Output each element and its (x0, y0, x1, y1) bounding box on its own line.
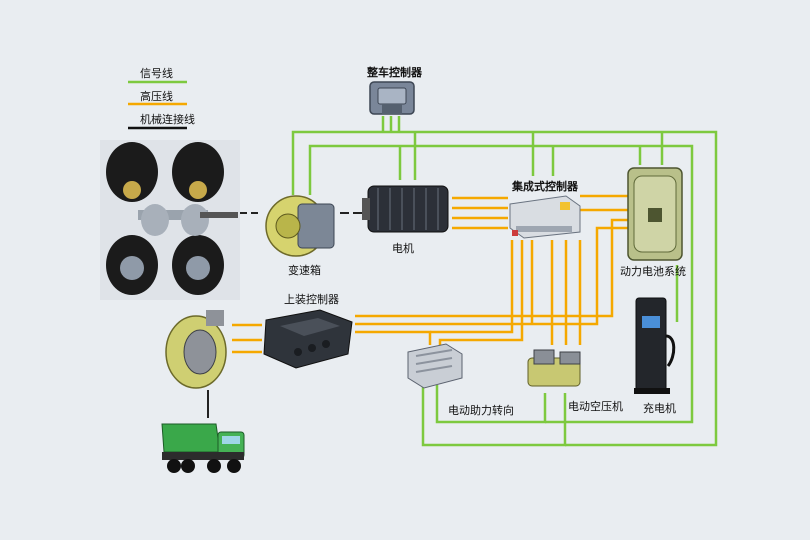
eps-unit (404, 342, 464, 390)
drive-axle-wheels (100, 140, 240, 300)
legend-mech-label: 机械连接线 (140, 113, 195, 126)
integrated-controller-unit (506, 192, 582, 240)
battery-label: 动力电池系统 (620, 265, 686, 278)
legend-hv-label: 高压线 (140, 90, 173, 103)
hv-lines (232, 194, 628, 354)
air-compressor-label: 电动空压机 (568, 400, 623, 413)
air-compressor-unit (524, 344, 586, 392)
truck-image (160, 418, 248, 478)
legend-lines (128, 80, 187, 130)
legend-signal-label: 信号线 (140, 67, 173, 80)
integrated-controller-label: 集成式控制器 (512, 180, 578, 193)
signal-lines (291, 116, 718, 447)
upper-controller-unit (260, 306, 356, 372)
charger-label: 充电机 (643, 402, 676, 415)
mech-lines (207, 212, 362, 418)
eps-label: 电动助力转向 (448, 404, 514, 417)
motor-unit (362, 180, 454, 238)
battery-unit (626, 166, 684, 262)
gearbox-unit (262, 190, 342, 258)
motor-label: 电机 (392, 242, 414, 255)
vcu-label: 整车控制器 (367, 66, 422, 79)
charger-unit (628, 296, 680, 396)
upper-motor-unit (160, 306, 234, 392)
vcu-unit (368, 80, 416, 118)
upper-controller-label: 上装控制器 (284, 293, 339, 306)
gearbox-label: 变速箱 (288, 264, 321, 277)
